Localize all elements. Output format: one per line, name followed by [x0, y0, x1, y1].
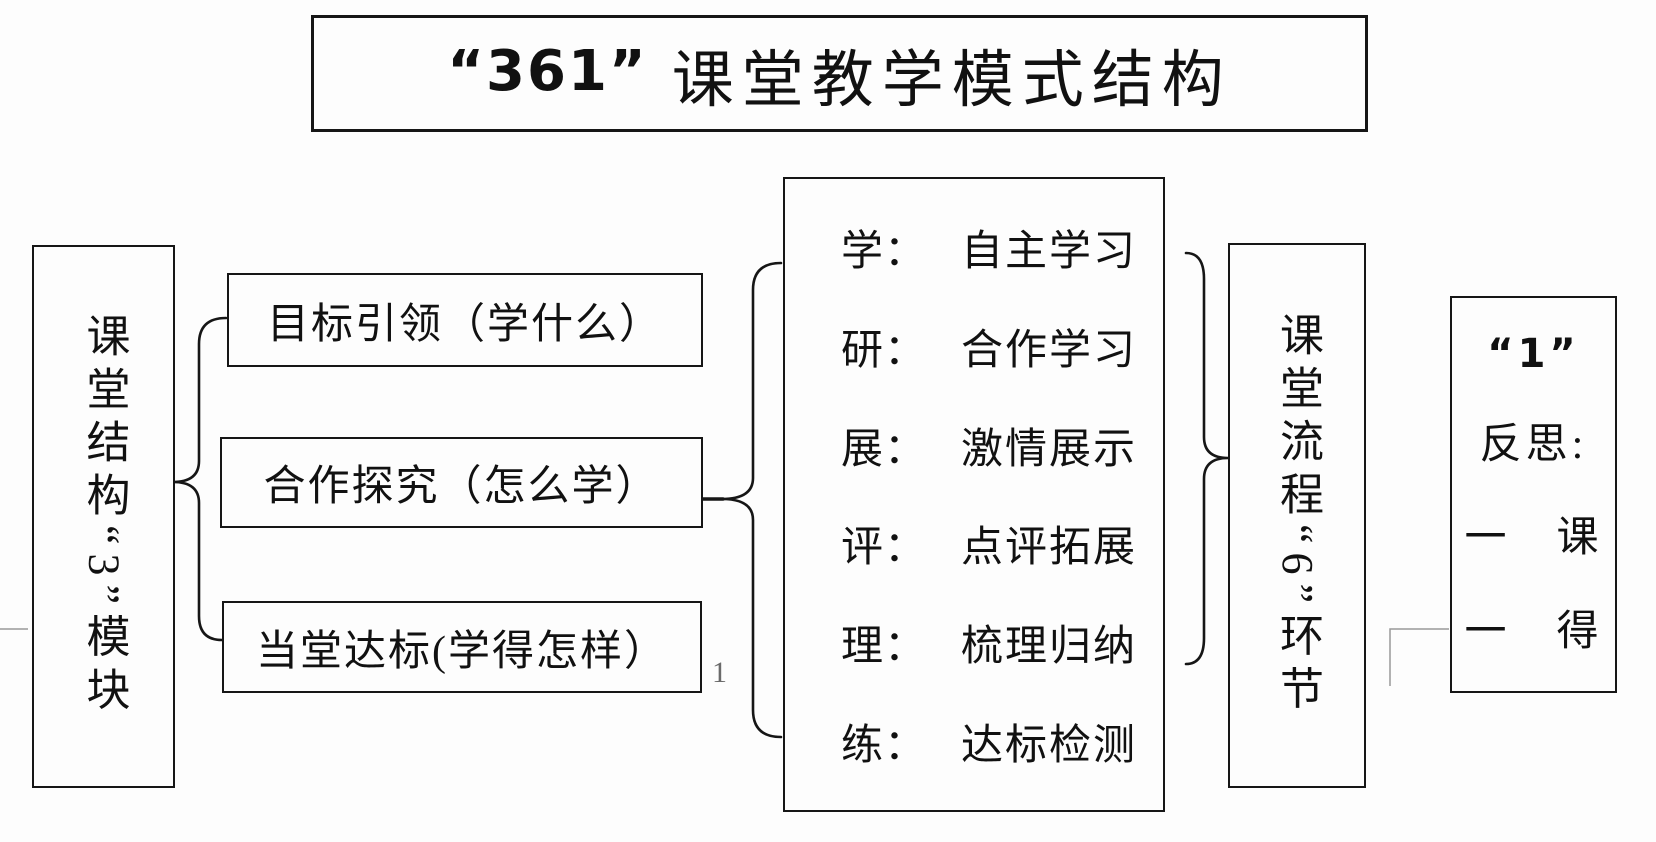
- step-key: 练：: [841, 723, 928, 770]
- step-value: 点评拓展: [961, 525, 1138, 572]
- step-key: 评：: [841, 525, 928, 572]
- step-row-show: 展： 激情展示: [841, 415, 1137, 476]
- step-row-evaluate: 评： 点评拓展: [841, 513, 1137, 574]
- step-row-practice: 练： 达标检测: [841, 711, 1137, 772]
- corner-artifact: [1389, 628, 1449, 686]
- reflection-line-1: “1”: [1487, 330, 1580, 377]
- step-row-organize: 理： 梳理归纳: [841, 612, 1137, 673]
- left-module-box: 课堂结构“3”模块: [32, 245, 175, 788]
- step-row-learn: 学： 自主学习: [841, 217, 1137, 278]
- step-row-research: 研： 合作学习: [841, 316, 1137, 377]
- reflection-line-3: 一 课: [1464, 515, 1603, 562]
- reflection-box: “1” 反思: 一 课 一 得: [1450, 296, 1617, 693]
- step-value: 合作学习: [961, 327, 1138, 374]
- right-module-label: 课堂流程“6”环节: [1273, 312, 1322, 719]
- structure-box-assess-label: 当堂达标(学得怎样）: [256, 628, 668, 675]
- title-box: “361” 课堂教学模式结构: [311, 15, 1368, 132]
- step-value: 激情展示: [961, 426, 1138, 473]
- step-key: 展：: [841, 426, 928, 473]
- left-brace-icon: [172, 316, 228, 642]
- page-title: 课堂教学模式结构: [671, 46, 1232, 115]
- title-number: “361”: [447, 39, 648, 104]
- structure-box-cooperate-label: 合作探究（怎么学）: [263, 464, 660, 510]
- center-brace-icon: [721, 261, 783, 739]
- reflection-line-4: 一 得: [1464, 609, 1603, 656]
- step-key: 理：: [841, 624, 928, 671]
- right-brace-icon: [1184, 251, 1229, 666]
- right-module-box: 课堂流程“6”环节: [1228, 243, 1366, 788]
- step-key: 学：: [841, 228, 928, 275]
- step-key: 研：: [841, 327, 928, 374]
- step-value: 达标检测: [961, 723, 1138, 770]
- left-module-label: 课堂结构“3”模块: [79, 313, 129, 720]
- page-number: 1: [712, 656, 727, 689]
- reflection-line-2: 反思:: [1479, 421, 1588, 468]
- process-steps-box: 学： 自主学习 研： 合作学习 展： 激情展示 评： 点评拓展 理： 梳理归纳 练： 达标检…: [783, 177, 1165, 812]
- structure-box-assess: 当堂达标(学得怎样）: [222, 601, 702, 693]
- step-value: 自主学习: [961, 228, 1138, 275]
- structure-box-goal-label: 目标引领（学什么）: [266, 301, 663, 348]
- structure-box-cooperate: 合作探究（怎么学）: [220, 437, 703, 528]
- structure-box-goal: 目标引领（学什么）: [227, 273, 703, 367]
- step-value: 梳理归纳: [961, 624, 1138, 671]
